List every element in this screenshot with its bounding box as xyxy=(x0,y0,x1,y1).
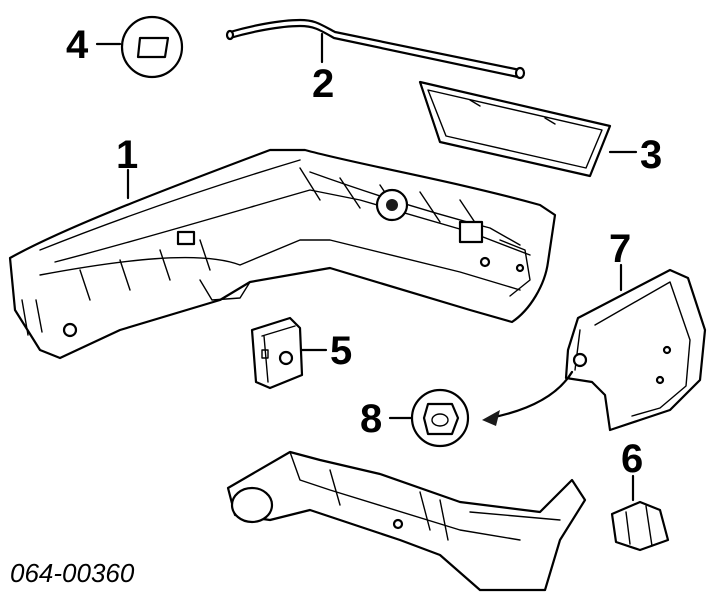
part-8-grommet xyxy=(410,388,470,448)
arrow-7-to-8 xyxy=(488,370,574,420)
callout-2: 2 xyxy=(312,62,334,106)
part-3-frame xyxy=(418,80,612,178)
frame-rail xyxy=(226,450,587,592)
callout-1: 1 xyxy=(116,133,138,177)
part-4-plug xyxy=(120,15,184,79)
callout-3: 3 xyxy=(640,133,662,177)
callout-7: 7 xyxy=(609,227,631,271)
arrow-head xyxy=(482,410,500,426)
callout-6: 6 xyxy=(621,437,643,481)
callout-8: 8 xyxy=(360,397,382,441)
part-7-panel xyxy=(564,268,707,432)
callout-4: 4 xyxy=(66,23,89,67)
part-6-clip xyxy=(610,500,670,552)
callout-5: 5 xyxy=(330,329,352,373)
part-5-bracket xyxy=(250,316,304,390)
leader-lines xyxy=(95,32,638,502)
part-2-strip xyxy=(225,18,526,80)
part-1-crossmember xyxy=(8,148,557,360)
part-code: 064-00360 xyxy=(10,558,135,588)
